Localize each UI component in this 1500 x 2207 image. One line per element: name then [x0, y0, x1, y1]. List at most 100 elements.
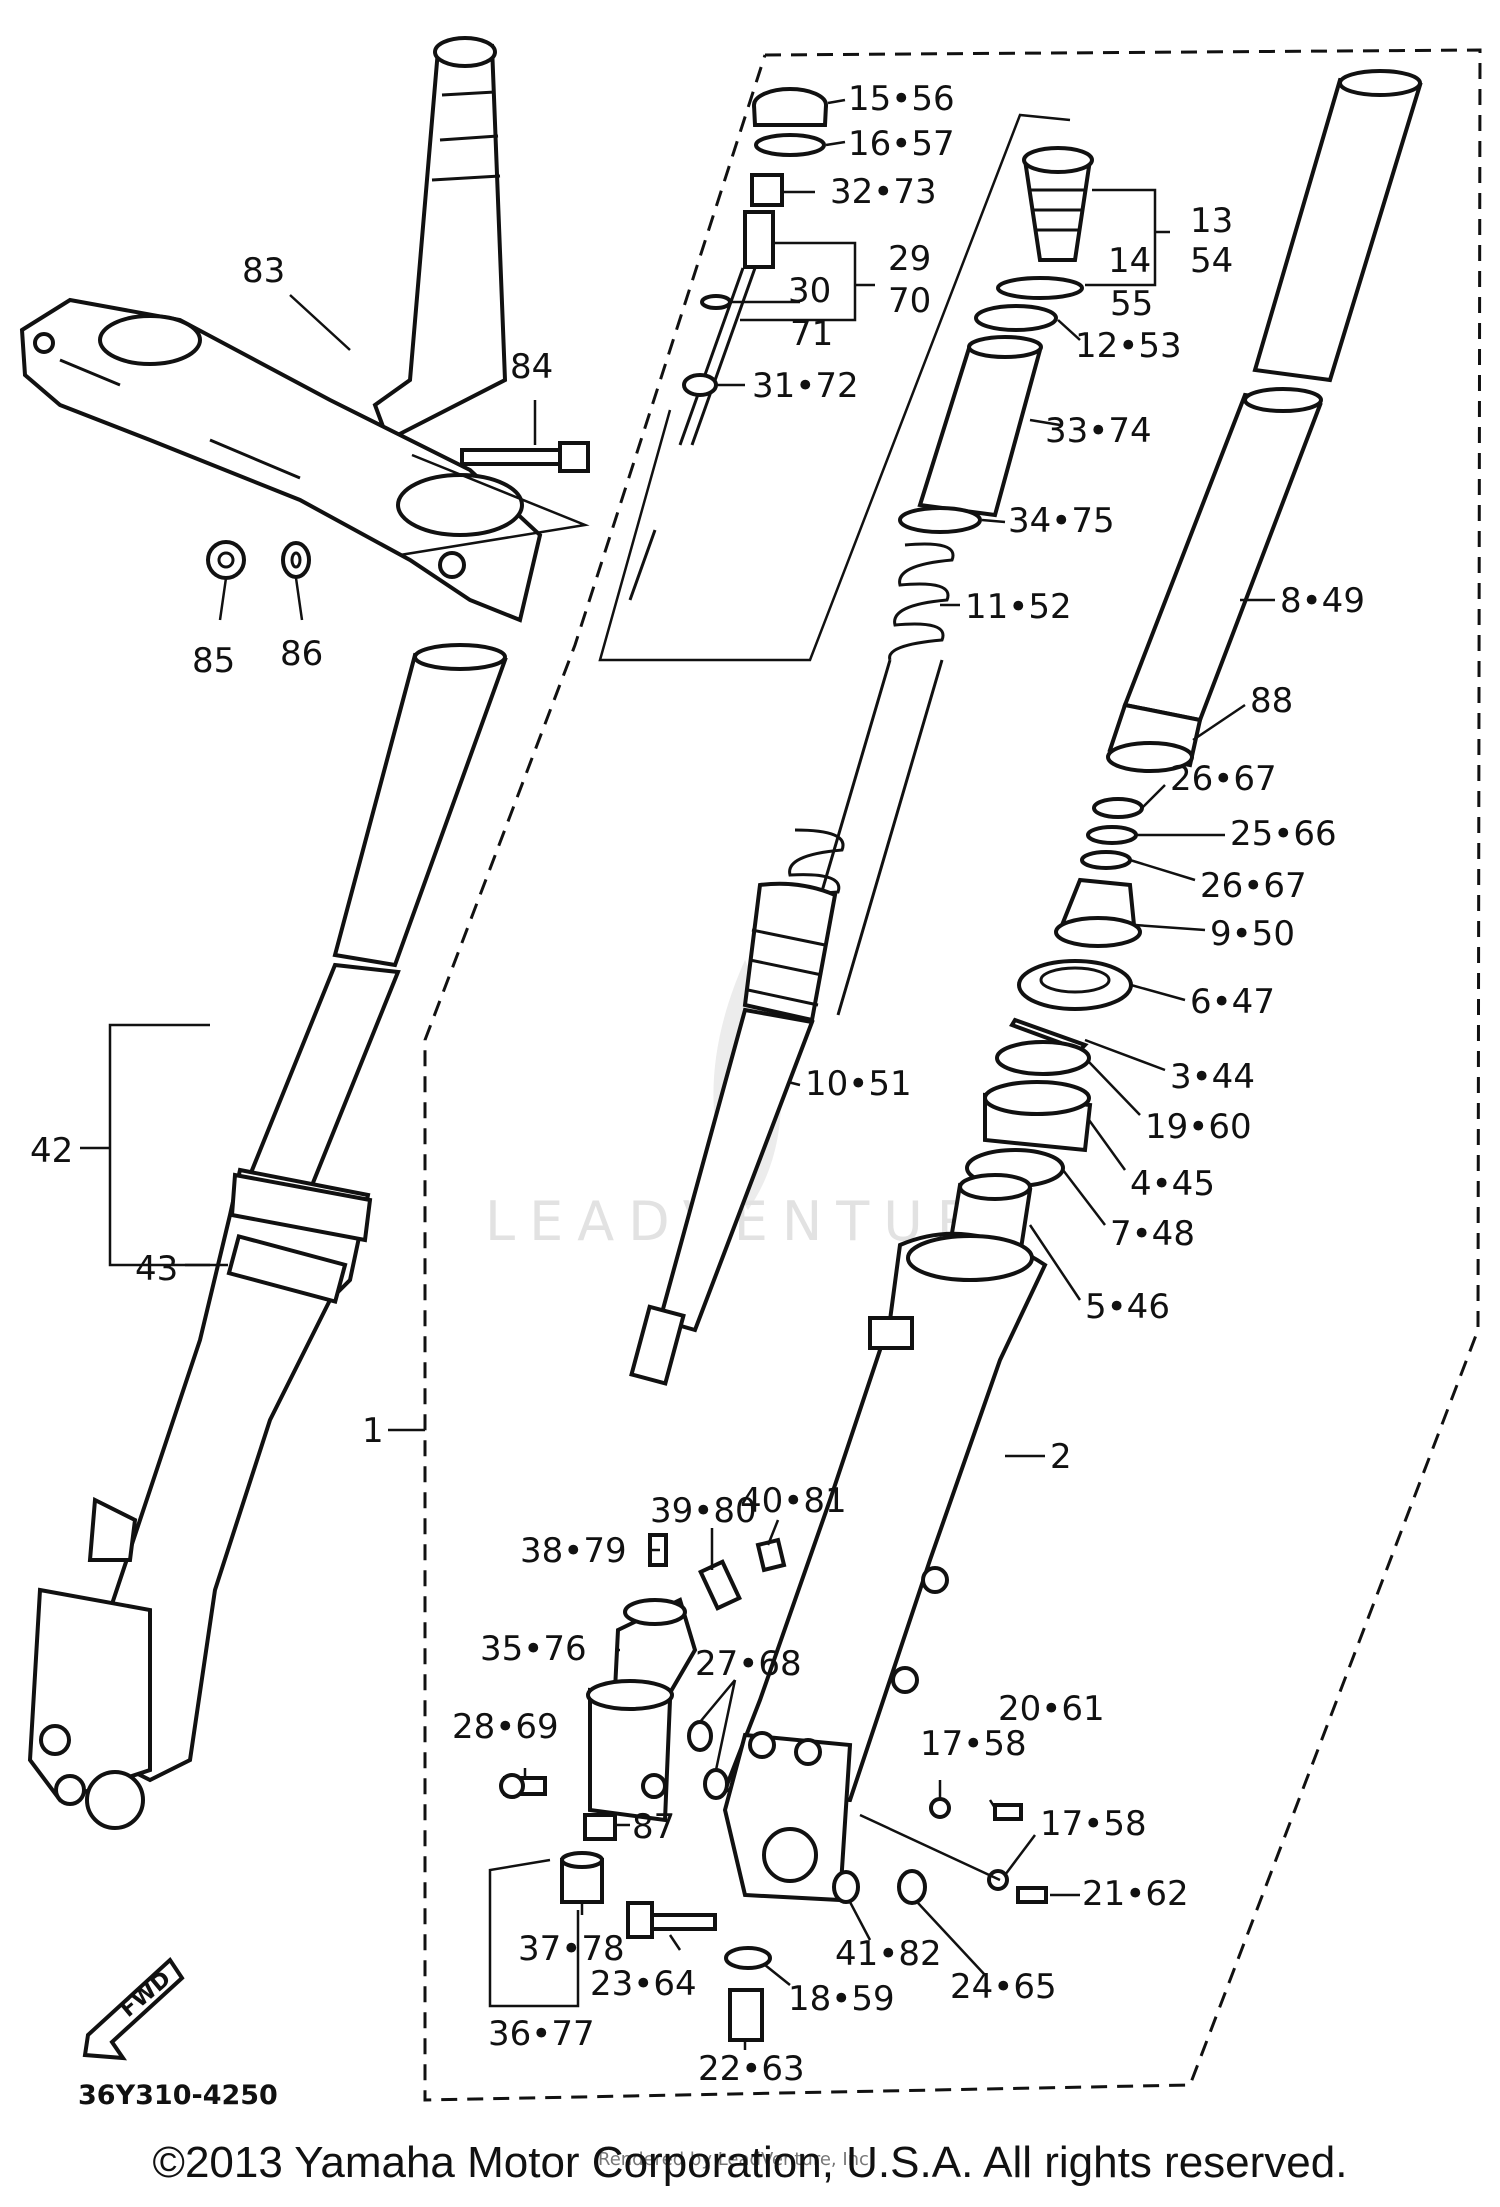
callout-70: 70	[888, 281, 931, 321]
callout-28: 28•69	[452, 1707, 559, 1747]
pushrod	[628, 529, 657, 601]
callout-8: 8•49	[1280, 581, 1365, 621]
oring-27a	[687, 1720, 713, 1752]
adjuster-rod-29	[678, 210, 775, 446]
callout-26b: 26•67	[1200, 866, 1307, 906]
callout-32: 32•73	[830, 172, 937, 212]
callout-1: 1	[362, 1411, 384, 1451]
nut-32	[750, 173, 784, 207]
callout-71: 71	[790, 314, 833, 354]
washer-12	[974, 304, 1058, 332]
triple-clamp	[19, 297, 543, 623]
callout-18: 18•59	[788, 1979, 895, 2019]
washer-17a	[929, 1797, 951, 1819]
bolt-23	[626, 1901, 717, 1939]
callout-25: 25•66	[1230, 814, 1337, 854]
diagram-code: 36Y310-4250	[78, 2080, 278, 2111]
callout-21: 21•62	[1082, 1874, 1189, 1914]
left-fork-assembly	[27, 643, 508, 1830]
washer-25	[1086, 825, 1138, 845]
callout-17a: 17•58	[920, 1724, 1027, 1764]
fwd-label: FWD	[116, 1966, 176, 2022]
callout-17b: 17•58	[1040, 1804, 1147, 1844]
piston-9	[1054, 877, 1142, 948]
callout-34: 34•75	[1008, 501, 1115, 541]
damper-rod-10	[629, 881, 838, 1386]
inner-tube-8	[1122, 69, 1423, 723]
callout-6: 6•47	[1190, 982, 1275, 1022]
callout-29: 29	[888, 239, 931, 279]
callout-88: 88	[1250, 681, 1293, 721]
callout-84: 84	[510, 347, 553, 387]
axis-drain	[859, 1813, 1001, 1882]
plug-87	[583, 1813, 617, 1841]
callout-3: 3•44	[1170, 1057, 1255, 1097]
callout-83: 83	[242, 251, 285, 291]
adjuster-37	[560, 1851, 604, 1904]
callout-42: 42	[30, 1131, 73, 1171]
assembly-boundary	[423, 48, 1482, 2102]
steering-stem	[372, 36, 508, 443]
bolt-84-guide	[399, 453, 590, 557]
callout-86: 86	[280, 634, 323, 674]
callout-36: 36•77	[488, 2014, 595, 2054]
callout-4: 4•45	[1130, 1164, 1215, 1204]
anti-dive-cylinder	[586, 1679, 674, 1823]
bracket-36	[488, 1858, 580, 2008]
lead-27	[699, 1679, 737, 1771]
screw-20	[993, 1803, 1023, 1821]
copyright-notice: ©2013 Yamaha Motor Corporation, U.S.A. A…	[152, 2138, 1348, 2187]
callout-19: 19•60	[1145, 1107, 1252, 1147]
callout-30: 30	[788, 271, 831, 311]
oil-seal-19	[995, 1040, 1091, 1076]
dust-seal-88	[1106, 702, 1203, 773]
washer-30	[700, 294, 732, 310]
clip-26a	[1092, 797, 1144, 819]
seal-6	[1017, 959, 1133, 1011]
washer-34	[898, 506, 982, 534]
callout-16: 16•57	[848, 124, 955, 164]
oring-27b	[703, 1768, 729, 1800]
callout-33: 33•74	[1045, 411, 1152, 451]
bolt-84	[460, 441, 590, 473]
nut-85	[206, 540, 246, 580]
valve-39	[698, 1559, 742, 1611]
callout-15: 15•56	[848, 79, 955, 119]
washer-24	[897, 1869, 927, 1905]
callout-12: 12•53	[1075, 326, 1182, 366]
washer-18	[724, 1946, 772, 1970]
callout-9: 9•50	[1210, 914, 1295, 954]
callout-5: 5•46	[1085, 1287, 1170, 1327]
callout-85: 85	[192, 641, 235, 681]
cap-bolt-15	[752, 87, 828, 127]
callout-35: 35•76	[480, 1629, 587, 1669]
callout-54: 54	[1190, 241, 1233, 281]
callout-14: 14	[1108, 241, 1151, 281]
cap-13	[1022, 146, 1094, 262]
spacer-33	[917, 335, 1043, 518]
callout-23: 23•64	[590, 1964, 697, 2004]
bracket-42	[108, 1023, 210, 1267]
render-credit: Rendered by LeadVenture, Inc.	[598, 2149, 875, 2170]
callout-2: 2	[1050, 1437, 1072, 1477]
callout-11: 11•52	[965, 587, 1072, 627]
clip-26b	[1080, 850, 1132, 870]
washer-86	[281, 541, 311, 579]
callout-41: 41•82	[835, 1934, 942, 1974]
washer-4	[983, 1080, 1093, 1153]
callout-39: 39•80	[650, 1491, 757, 1531]
callout-87: 87	[632, 1807, 675, 1847]
oring-14	[996, 276, 1084, 300]
callout-10: 10•51	[805, 1064, 912, 1104]
callout-38: 38•79	[520, 1531, 627, 1571]
drain-bolt-22	[728, 1988, 764, 2042]
callout-24: 24•65	[950, 1967, 1057, 2007]
washer-41	[832, 1870, 860, 1904]
callout-7: 7•48	[1110, 1214, 1195, 1254]
fwd-arrow-icon: FWD	[82, 1956, 185, 2061]
callout-31: 31•72	[752, 366, 859, 406]
callout-40: 40•81	[740, 1481, 847, 1521]
callout-22: 22•63	[698, 2049, 805, 2089]
bracket-damper	[598, 113, 1071, 662]
